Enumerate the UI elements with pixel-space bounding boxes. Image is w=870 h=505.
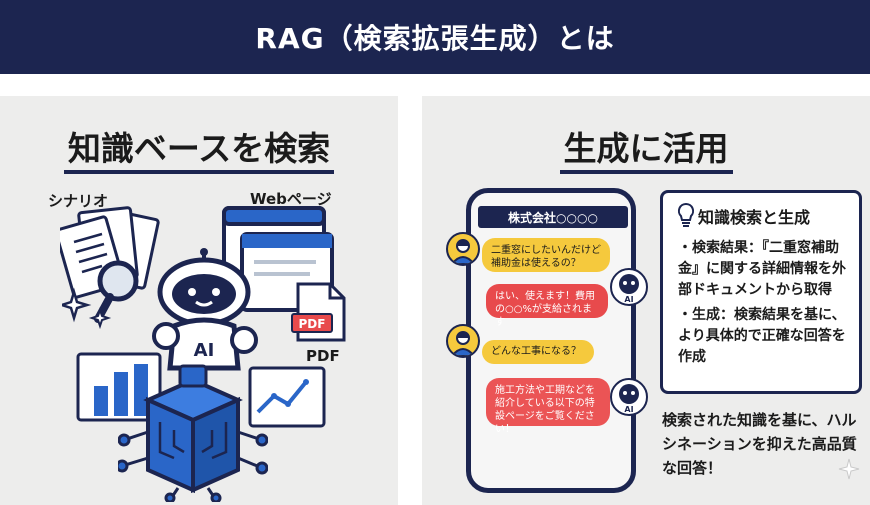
- robot-icon: AI: [152, 248, 258, 371]
- chat-message-user-1: 二重窓にしたいんだけど補助金は使えるの？: [482, 238, 610, 272]
- knowledge-search-info-box: [660, 190, 862, 394]
- ai-badge-text: AI: [624, 295, 633, 304]
- svg-text:AI: AI: [624, 405, 633, 414]
- info-item-search: ・検索結果：『二重窓補助金』に関する詳細情報を外部ドキュメントから取得: [678, 240, 846, 298]
- scenario-label: シナリオ: [48, 192, 109, 210]
- ai-robot-avatar-icon: AI: [610, 268, 648, 306]
- page-header: RAG（検索拡張生成）とは: [0, 0, 870, 74]
- ai-robot-avatar-icon-2: AI: [610, 378, 648, 416]
- chat-message-user-2: どんな工事になる？: [482, 340, 594, 364]
- info-box-body: ・検索結果：『二重窓補助金』に関する詳細情報を外部ドキュメントから取得 ・生成：…: [678, 238, 856, 372]
- user-avatar-icon-2: [446, 324, 480, 358]
- pdf-tag-text: PDF: [299, 317, 326, 331]
- right-panel-title: 生成に活用: [422, 122, 870, 174]
- line-chart-icon: [248, 366, 326, 428]
- phone-company-header: 株式会社○○○○: [478, 206, 628, 228]
- pdf-document-icon: PDF: [291, 282, 346, 342]
- chat-message-ai-2: 施工方法や工期などを紹介している以下の特設ページをご覧ください！: [486, 378, 610, 435]
- sparkle-corner-icon: [838, 458, 860, 480]
- info-box-title: 知識検索と生成: [698, 208, 811, 227]
- pdf-label: PDF: [306, 347, 340, 365]
- bar-chart-icon: [76, 352, 162, 422]
- chat-message-ai-1: はい、使えます！費用の○○%が支給されます: [486, 284, 608, 328]
- page-title: RAG（検索拡張生成）とは: [255, 22, 615, 55]
- lightbulb-icon: [677, 202, 695, 227]
- database-cube-icon: [118, 364, 268, 502]
- info-item-generate: ・生成：検索結果を基に、より具体的で正確な回答を作成: [678, 307, 846, 365]
- user-avatar-icon: [446, 232, 480, 266]
- summary-text: 検索された知識を基に、ハルシネーションを抑えた高品質な回答！: [662, 411, 857, 477]
- sparkle-icon: [62, 287, 112, 330]
- left-panel-title: 知識ベースを検索: [0, 122, 398, 174]
- robot-chest-text: AI: [194, 340, 215, 361]
- webpage-label: Webページ: [250, 190, 332, 208]
